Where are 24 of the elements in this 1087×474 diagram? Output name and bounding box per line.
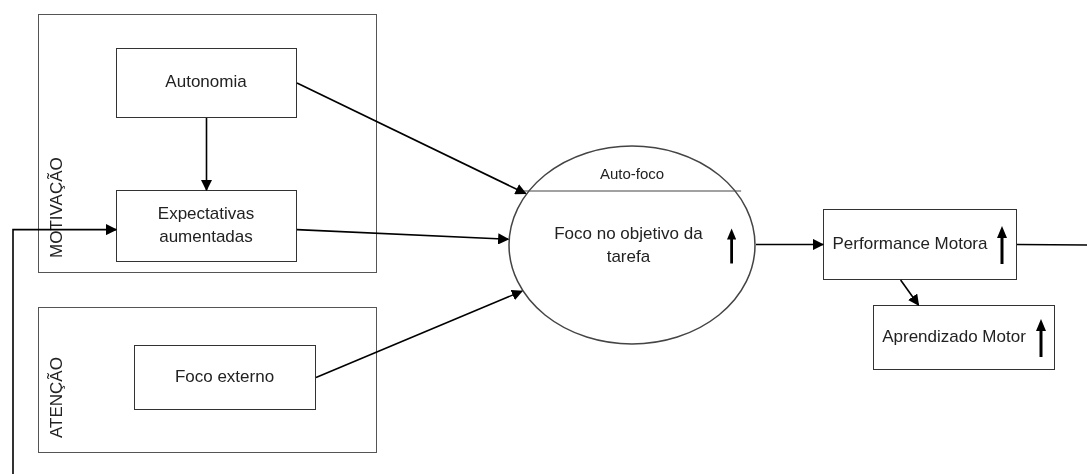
process-box	[115, 47, 297, 118]
ellipse-node	[508, 145, 756, 345]
group-label: MOTIVAÇÃO	[47, 157, 67, 258]
box-text: Foco externo	[174, 365, 275, 388]
process-box	[823, 209, 1017, 280]
group-frame	[38, 14, 377, 273]
arrow	[200, 117, 213, 192]
box-text: Performance Motora	[832, 233, 988, 256]
arrow	[315, 289, 523, 379]
arrow	[296, 228, 510, 245]
box-text: Expectativas aumentadas	[156, 202, 256, 248]
arrow	[755, 238, 825, 251]
process-box	[133, 344, 316, 410]
arrow	[296, 82, 527, 195]
box-text: Aprendizado Motor	[882, 326, 1026, 349]
process-box	[115, 189, 297, 262]
ellipse-heading: Auto-foco	[598, 165, 666, 182]
box-text: Autonomia	[165, 71, 247, 94]
group-label: ATENÇÃO	[47, 357, 67, 438]
ellipse-text: Foco no objetivo da tarefa	[553, 223, 704, 268]
group-frame	[38, 307, 377, 453]
process-box	[873, 305, 1055, 370]
arrow	[12, 224, 118, 474]
arrow	[899, 279, 920, 306]
